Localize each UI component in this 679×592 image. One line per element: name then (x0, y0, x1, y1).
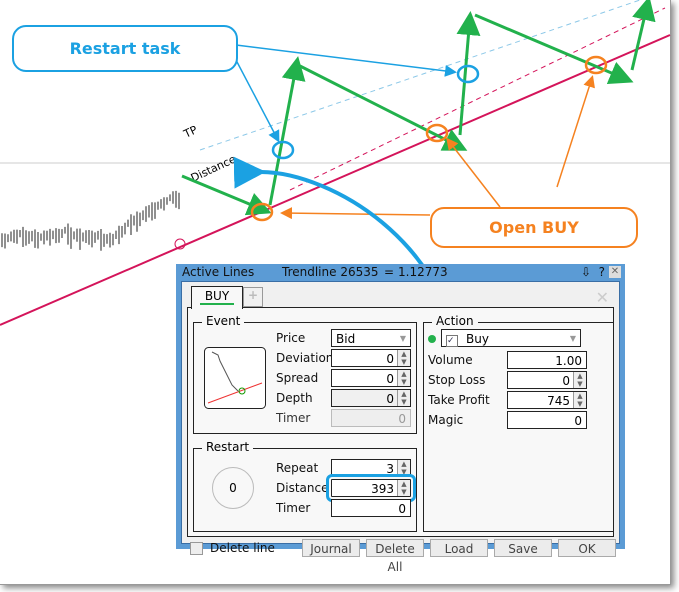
spread-value: 0 (386, 372, 394, 386)
stop-loss-label: Stop Loss (428, 373, 486, 387)
distance-input[interactable]: 393▲▼ (326, 474, 416, 502)
action-legend: Action (432, 314, 478, 328)
help-icon[interactable]: ? (598, 265, 605, 279)
volume-input[interactable]: 1.00 (507, 351, 587, 369)
restart-timer-input[interactable]: 0 (331, 499, 411, 517)
price-label: Price (276, 331, 306, 345)
journal-button[interactable]: Journal (302, 539, 360, 557)
take-profit-value: 745 (547, 394, 570, 408)
delete-line-checkbox[interactable] (190, 542, 203, 555)
delete-line-label: Delete line (210, 541, 275, 555)
trigger-point (174, 238, 186, 250)
chevron-down-icon: ▼ (569, 334, 576, 343)
event-timer-input[interactable]: 0 (331, 409, 411, 427)
restart-points (271, 64, 480, 160)
action-select[interactable]: ✓ Buy ▼ (441, 329, 581, 347)
depth-input[interactable]: 0▲▼ (331, 389, 411, 407)
tab-label: BUY (204, 289, 230, 303)
repeat-label: Repeat (276, 461, 319, 475)
magic-input[interactable]: 0 (507, 411, 587, 429)
close-icon[interactable]: ✕ (609, 266, 621, 278)
load-button[interactable]: Load (430, 539, 488, 557)
open-buy-callout: Open BUY (430, 207, 638, 248)
deviation-input[interactable]: 0▲▼ (331, 349, 411, 367)
tab-panel: ✕ Event Price Bid▼ Deviation 0▲▼ Spread … (187, 288, 614, 537)
trendline (0, 34, 671, 326)
tp-line (199, 0, 641, 151)
title-bar[interactable]: Active Lines Trendline 26535 = 1.12773 ⇩… (182, 265, 621, 280)
restart-group: Restart 0 Repeat 3▲▼ Distance 393▲▼ Time… (193, 440, 417, 532)
pin-icon[interactable]: ⇩ (580, 265, 591, 279)
deviation-value: 0 (386, 352, 394, 366)
green-arrows (181, 0, 656, 216)
distance-label: Distance (276, 481, 329, 495)
event-timer-value: 0 (398, 412, 406, 426)
line-name: Trendline 26535 (282, 265, 379, 279)
volume-label: Volume (428, 353, 473, 367)
restart-timer-label: Timer (276, 501, 311, 515)
depth-value: 0 (386, 392, 394, 406)
buy-points (250, 55, 608, 222)
save-button[interactable]: Save (494, 539, 552, 557)
spinner[interactable]: ▲▼ (397, 390, 410, 406)
price-value: Bid (336, 332, 356, 346)
restart-counter: 0 (212, 467, 254, 509)
deviation-label: Deviation (276, 351, 334, 365)
action-type: Buy (466, 332, 489, 346)
distance-label: Distance (189, 153, 238, 185)
volume-value: 1.00 (555, 354, 582, 368)
repeat-value: 3 (386, 462, 394, 476)
timer-label: Timer (276, 411, 311, 425)
distance-line (289, 7, 666, 191)
footer: Delete line Journal Delete All Load Save… (190, 539, 616, 574)
close-tab-icon[interactable]: ✕ (595, 288, 609, 307)
line-price: 1.12773 (398, 265, 448, 279)
price-select[interactable]: Bid ▼ (331, 329, 411, 347)
spread-label: Spread (276, 371, 319, 385)
repeat-input[interactable]: 3▲▼ (331, 459, 411, 477)
spinner[interactable]: ▲▼ (397, 460, 410, 476)
spinner[interactable]: ▲▼ (397, 480, 410, 496)
take-profit-input[interactable]: 745▲▼ (507, 391, 587, 409)
status-dot-icon (428, 335, 436, 343)
dialog-body: BUY + ✕ Event Price Bid▼ Deviation 0▲▼ S… (181, 281, 620, 574)
equals-sign: = (384, 265, 395, 279)
chevron-down-icon: ▼ (399, 334, 406, 343)
magic-value: 0 (574, 414, 582, 428)
distance-value: 393 (371, 482, 394, 496)
take-profit-label: Take Profit (428, 393, 490, 407)
spinner[interactable]: ▲▼ (397, 370, 410, 386)
add-tab-button[interactable]: + (243, 287, 263, 307)
action-group: Action ✓Buy▼ Volume 1.00 Stop Loss 0▲▼ T… (423, 314, 614, 532)
dialog-title: Active Lines (182, 265, 255, 279)
event-legend: Event (202, 314, 245, 328)
candles (1, 190, 180, 251)
tab-buy[interactable]: BUY (191, 286, 243, 309)
event-group: Event Price Bid▼ Deviation 0▲▼ Spread 0▲… (193, 314, 417, 434)
event-preview-icon (204, 347, 266, 409)
stop-loss-input[interactable]: 0▲▼ (507, 371, 587, 389)
checkbox-checked-icon[interactable]: ✓ (446, 335, 458, 347)
spinner[interactable]: ▲▼ (573, 392, 586, 408)
ok-button[interactable]: OK (558, 539, 616, 557)
delete-all-button[interactable]: Delete All (366, 539, 424, 574)
depth-label: Depth (276, 391, 313, 405)
active-lines-dialog: Active Lines Trendline 26535 = 1.12773 ⇩… (176, 264, 625, 574)
restart-task-callout: Restart task (12, 25, 238, 72)
spread-input[interactable]: 0▲▼ (331, 369, 411, 387)
restart-legend: Restart (202, 440, 254, 454)
spinner[interactable]: ▲▼ (397, 350, 410, 366)
magic-label: Magic (428, 413, 464, 427)
stop-loss-value: 0 (562, 374, 570, 388)
spinner[interactable]: ▲▼ (573, 372, 586, 388)
restart-timer-value: 0 (398, 502, 406, 516)
tp-label: TP (181, 123, 200, 141)
